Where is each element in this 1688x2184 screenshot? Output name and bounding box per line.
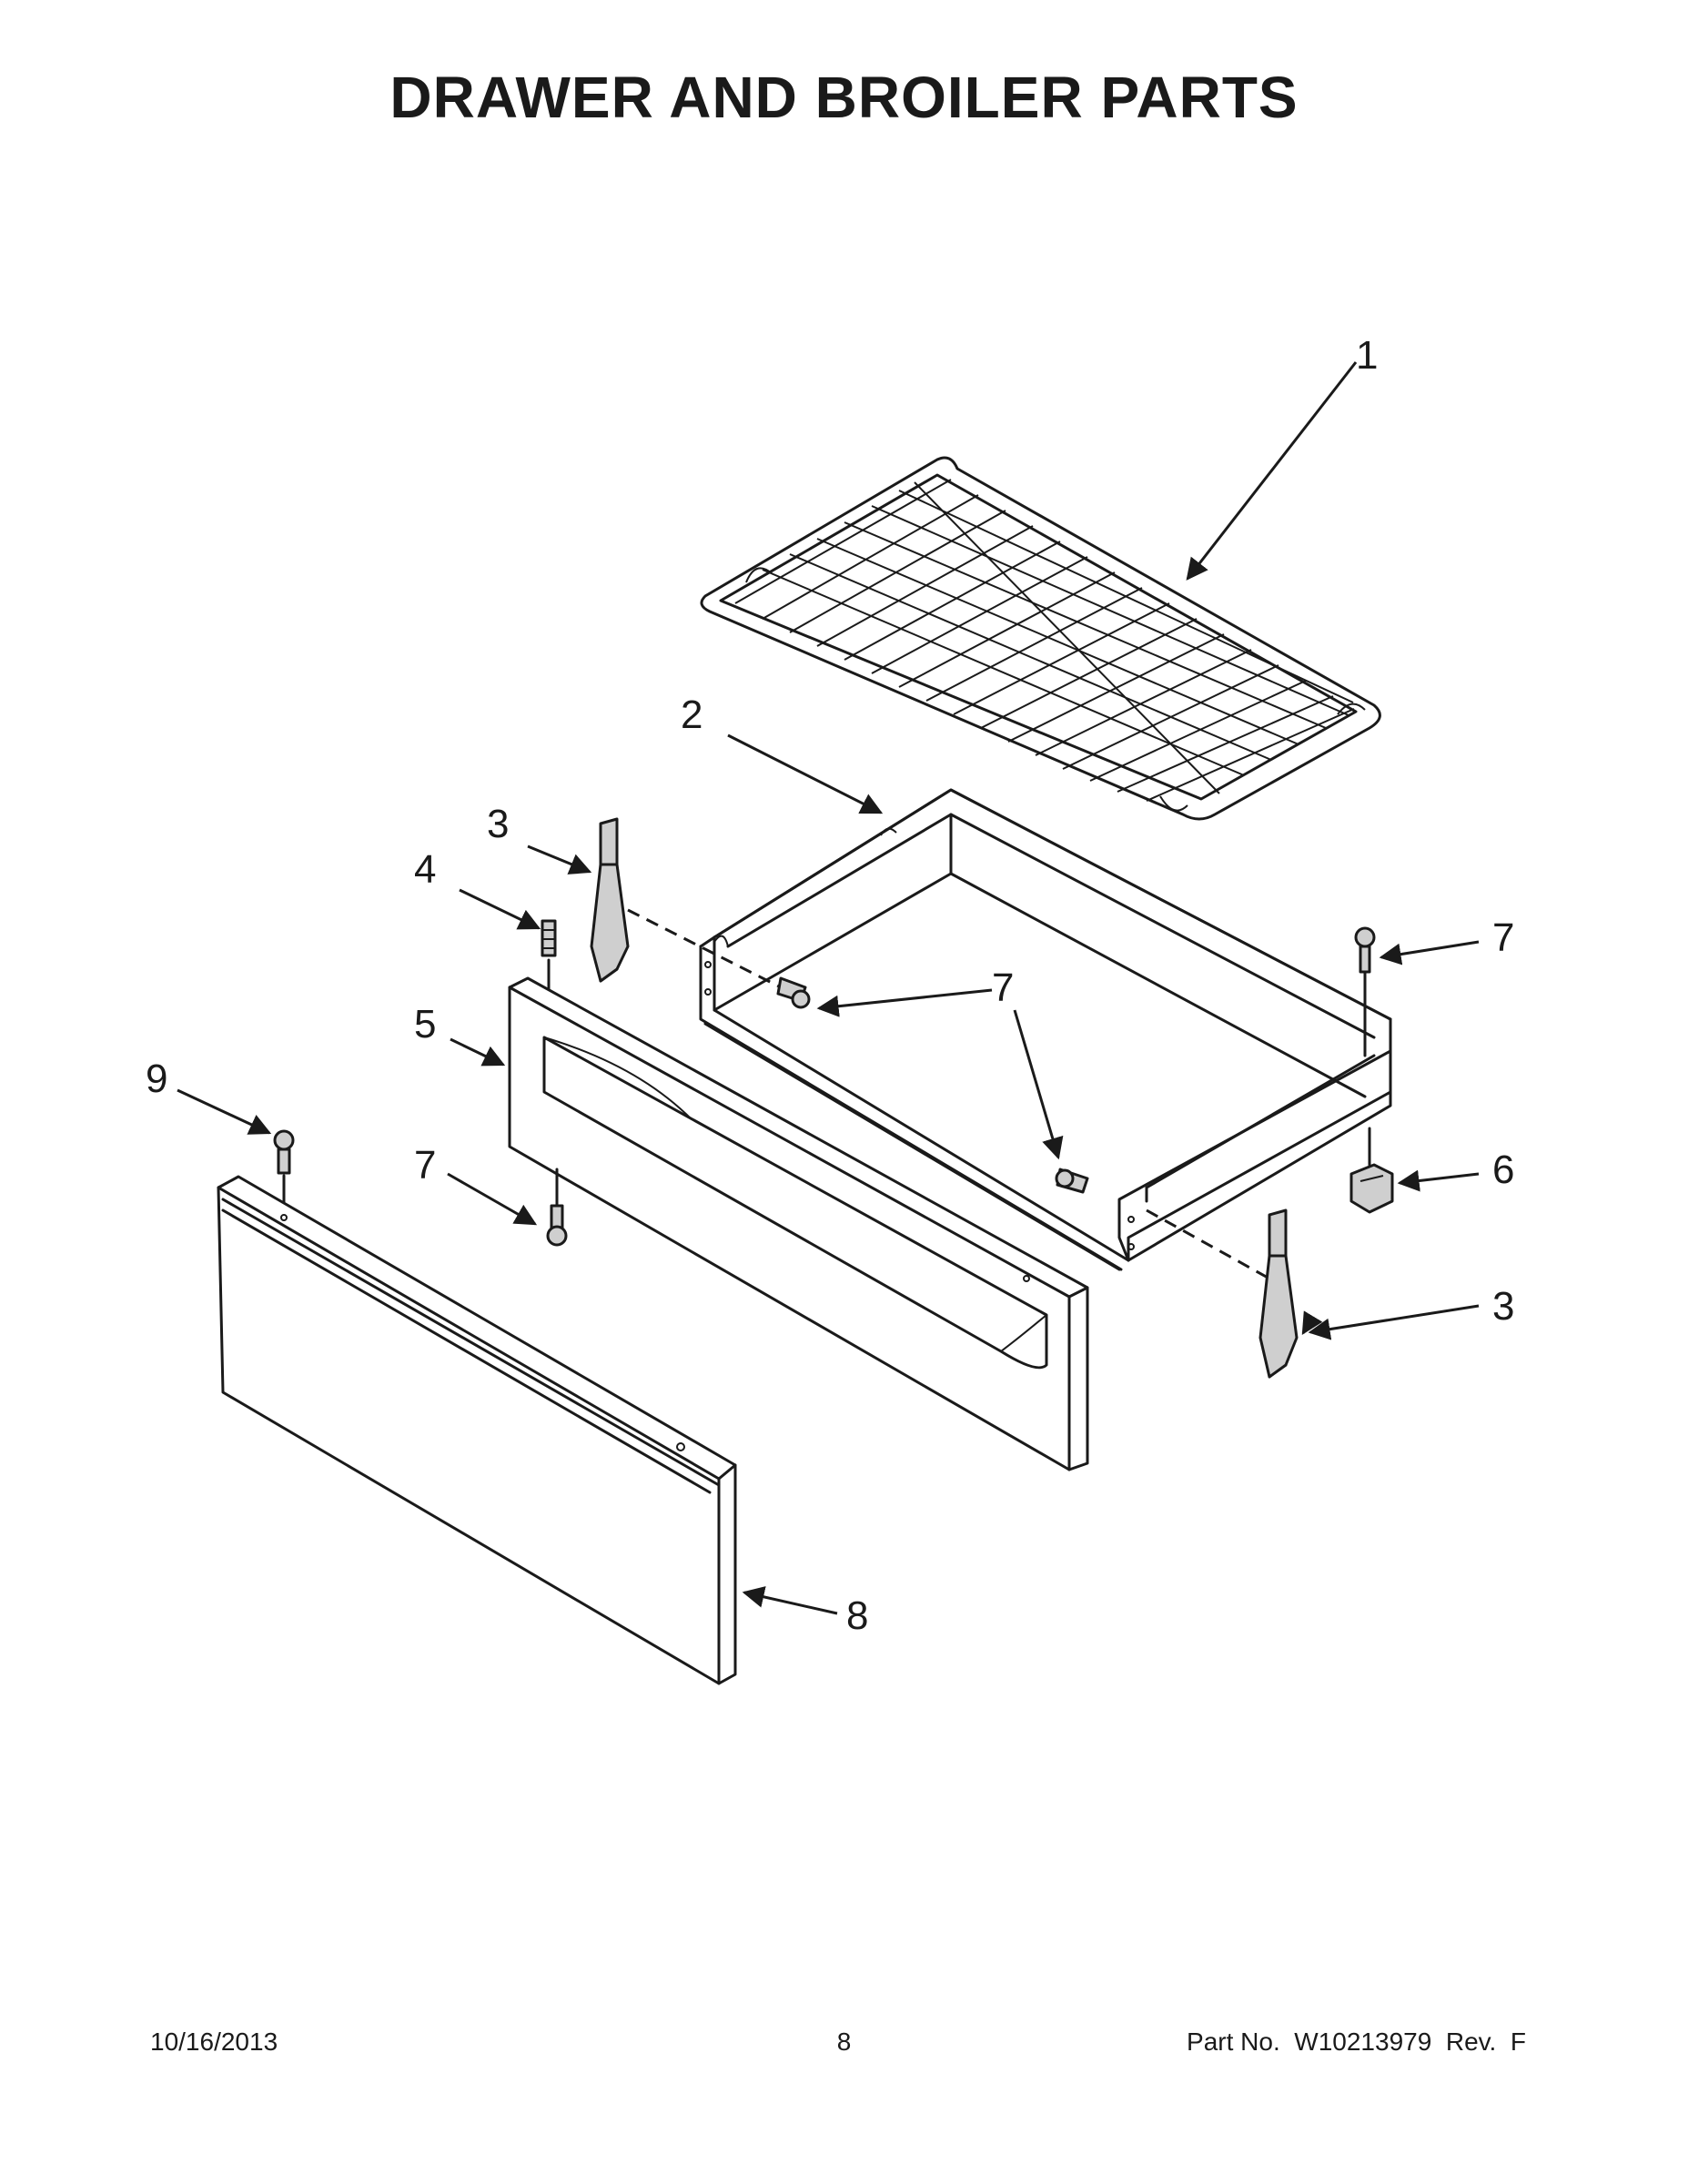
screw-7-center: [1055, 1168, 1089, 1194]
footer-part-number: Part No. W10213979 Rev. F: [1187, 2027, 1526, 2056]
drawer-front-panel: [508, 976, 1089, 1471]
outer-drawer-panel: [217, 1175, 737, 1685]
rack-rungs: [734, 479, 1355, 802]
callout-7-upper-right: 7: [1492, 915, 1514, 960]
footer-page-number: 8: [836, 2027, 852, 2056]
broiler-rack: [700, 456, 1381, 821]
callout-1: 1: [1356, 333, 1378, 378]
screw-7-lower: [546, 1168, 568, 1247]
bracket-alignment-line-right: [1146, 1208, 1270, 1280]
screw-9: [273, 1129, 295, 1212]
drawer-body: [699, 788, 1392, 1271]
callout-4: 4: [414, 847, 436, 892]
clip-part: [1349, 1127, 1394, 1214]
page-title: DRAWER AND BROILER PARTS: [389, 65, 1299, 130]
callout-6: 6: [1492, 1148, 1514, 1192]
slide-bracket-right: [1258, 1208, 1299, 1379]
callout-2: 2: [681, 693, 702, 737]
stud-part: [541, 919, 557, 1003]
screw-7-left: [776, 976, 811, 1009]
callout-5: 5: [414, 1002, 436, 1046]
callout-3-right: 3: [1492, 1284, 1514, 1329]
screw-7-upper-right: [1354, 926, 1376, 1057]
callout-7-lower: 7: [414, 1143, 436, 1188]
callout-9: 9: [146, 1057, 167, 1101]
callout-7-center: 7: [992, 966, 1014, 1010]
rack-crossbars: [762, 481, 1354, 794]
callout-3-left: 3: [487, 802, 509, 846]
bracket-alignment-line-left: [627, 908, 782, 989]
footer-date: 10/16/2013: [150, 2027, 278, 2056]
callout-8: 8: [846, 1593, 868, 1638]
slide-bracket-left: [590, 817, 630, 983]
